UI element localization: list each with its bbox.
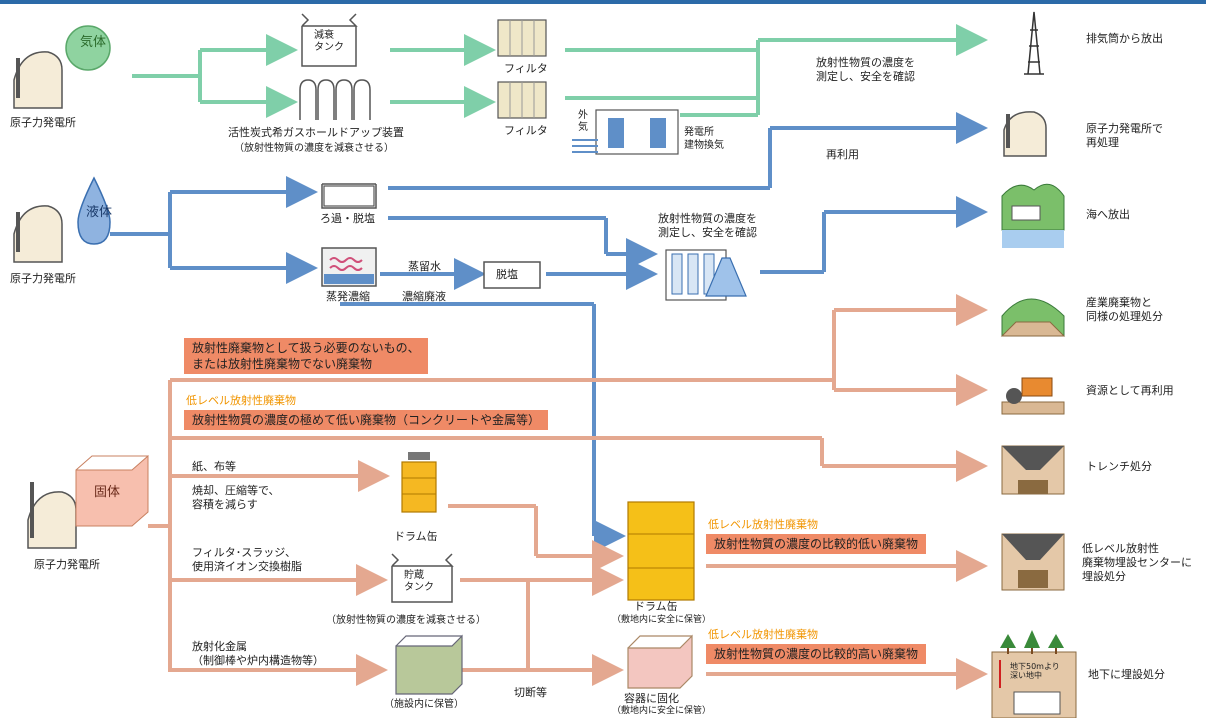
burial-center-icon: [1001, 533, 1065, 591]
drum-large-sub: （敷地内に安全に保管）: [612, 615, 712, 625]
storage-tank-label: 貯蔵 タンク: [404, 570, 434, 593]
liquid-badge: 液体: [86, 205, 113, 220]
drum-small-icon: [401, 452, 437, 513]
solidified-container-icon: [627, 634, 693, 689]
dest-recycle-label: 資源として再利用: [1086, 384, 1174, 397]
facility-store-label: （施設内に保管）: [384, 699, 464, 710]
plant-liquid-icon: [13, 176, 111, 263]
exhaust-stack-icon: [1024, 11, 1044, 75]
underground-depth-sign: 地下50mより 深い地中: [1010, 662, 1060, 680]
plant-gas-icon: [13, 25, 111, 109]
plant-solid-icon: [27, 454, 149, 549]
desalt-label: 脱塩: [496, 268, 518, 281]
relatively-high-waste-box: 放射性物質の濃度の比較的高い廃棄物: [706, 644, 927, 664]
paper-cloth-label: 紙、布等: [192, 460, 236, 473]
plant-reprocess-icon: [1003, 111, 1047, 157]
container-sub: （敷地内に安全に保管）: [612, 706, 712, 716]
facility-storage-icon: [395, 634, 463, 695]
drum-large-label: ドラム缶: [634, 600, 678, 613]
liquid-measure-label: 放射性物質の濃度を 測定し、安全を確認: [658, 212, 757, 239]
reuse-label: 再利用: [826, 148, 859, 161]
liquid-flow-lines: [110, 112, 988, 552]
drum-small-label: ドラム缶: [394, 530, 438, 543]
filter-demin-label: ろ過・脱塩: [320, 212, 375, 225]
filter-demin-icon: [321, 183, 377, 209]
dest-underground-label: 地下に埋設処分: [1088, 668, 1165, 681]
gas-flow-lines: [132, 24, 988, 118]
filter-1-label: フィルタ: [504, 62, 548, 75]
trench-disposal-icon: [1001, 445, 1065, 495]
dest-burial-center-label: 低レベル放射性 廃棄物埋設センターに 埋設処分: [1082, 542, 1192, 583]
plant-label-gas: 原子力発電所: [10, 116, 76, 129]
measurement-lab-icon: [665, 249, 747, 301]
recycle-roller-icon: [1001, 377, 1065, 415]
dest-reprocess-label: 原子力発電所で 再処理: [1086, 122, 1163, 149]
low-level-heading-1: 低レベル放射性廃棄物: [186, 394, 296, 407]
plant-label-solid: 原子力発電所: [34, 558, 100, 571]
sea-release-icon: [1001, 183, 1065, 248]
building-ventilation-icon: [572, 109, 679, 155]
not-radioactive-waste-box: 放射性廃棄物として扱う必要のないもの、 または放射性廃棄物でない廃棄物: [184, 338, 428, 374]
filter-2-label: フィルタ: [504, 124, 548, 137]
low-level-heading-2: 低レベル放射性廃棄物: [708, 518, 818, 531]
dest-industrial-label: 産業廃棄物と 同様の処理処分: [1086, 296, 1163, 323]
resin-label: フィルタ･スラッジ、 使用済イオン交換樹脂: [192, 546, 302, 573]
decay-tank-label: 減衰 タンク: [314, 30, 344, 53]
top-accent-bar: [0, 0, 1206, 4]
dest-sea-label: 海へ放出: [1086, 208, 1130, 221]
distilled-water-label: 蒸留水: [408, 260, 441, 273]
industrial-disposal-icon: [1000, 298, 1066, 337]
activated-metal-label: 放射化金属 （制御棒や炉内構造物等）: [192, 640, 324, 667]
drum-large-icon: [627, 501, 695, 601]
holdup-device-label: 活性炭式希ガスホールドアップ装置: [228, 126, 404, 139]
decay-tank-icon: [301, 13, 358, 67]
underground-disposal-icon: [991, 630, 1077, 718]
holdup-device-sub: （放射性物質の濃度を減衰させる）: [234, 143, 394, 154]
evaporator-label: 蒸発濃縮: [326, 290, 370, 303]
gas-badge: 気体: [80, 35, 107, 50]
storage-tank-sub: （放射性物質の濃度を減衰させる）: [326, 615, 486, 626]
desalt-icon: [483, 261, 541, 289]
low-level-heading-3: 低レベル放射性廃棄物: [708, 628, 818, 641]
relatively-low-waste-box: 放射性物質の濃度の比較的低い廃棄物: [706, 534, 927, 554]
storage-tank-icon: [391, 553, 454, 603]
dest-trench-label: トレンチ処分: [1086, 460, 1152, 473]
evaporator-icon: [321, 247, 377, 287]
very-low-waste-box: 放射性物質の濃度の極めて低い廃棄物（コンクリートや金属等）: [184, 410, 549, 430]
building-vent-label: 発電所 建物換気: [684, 127, 724, 151]
filter-1-icon: [497, 19, 547, 57]
dest-exhaust-label: 排気筒から放出: [1086, 32, 1163, 45]
concentrate-label: 濃縮廃液: [402, 290, 446, 303]
gas-measure-label: 放射性物質の濃度を 測定し、安全を確認: [816, 56, 915, 83]
holdup-coils-icon: [299, 79, 371, 120]
cutting-label: 切断等: [514, 686, 547, 699]
filter-2-icon: [497, 81, 547, 119]
container-label: 容器に固化: [624, 692, 679, 705]
incinerate-label: 焼却、圧縮等で、 容積を減らす: [192, 484, 280, 511]
solid-flow-lines: [148, 294, 988, 690]
solid-badge: 固体: [94, 485, 121, 500]
plant-label-liquid: 原子力発電所: [10, 272, 76, 285]
outside-air-label: 外 気: [578, 110, 588, 133]
